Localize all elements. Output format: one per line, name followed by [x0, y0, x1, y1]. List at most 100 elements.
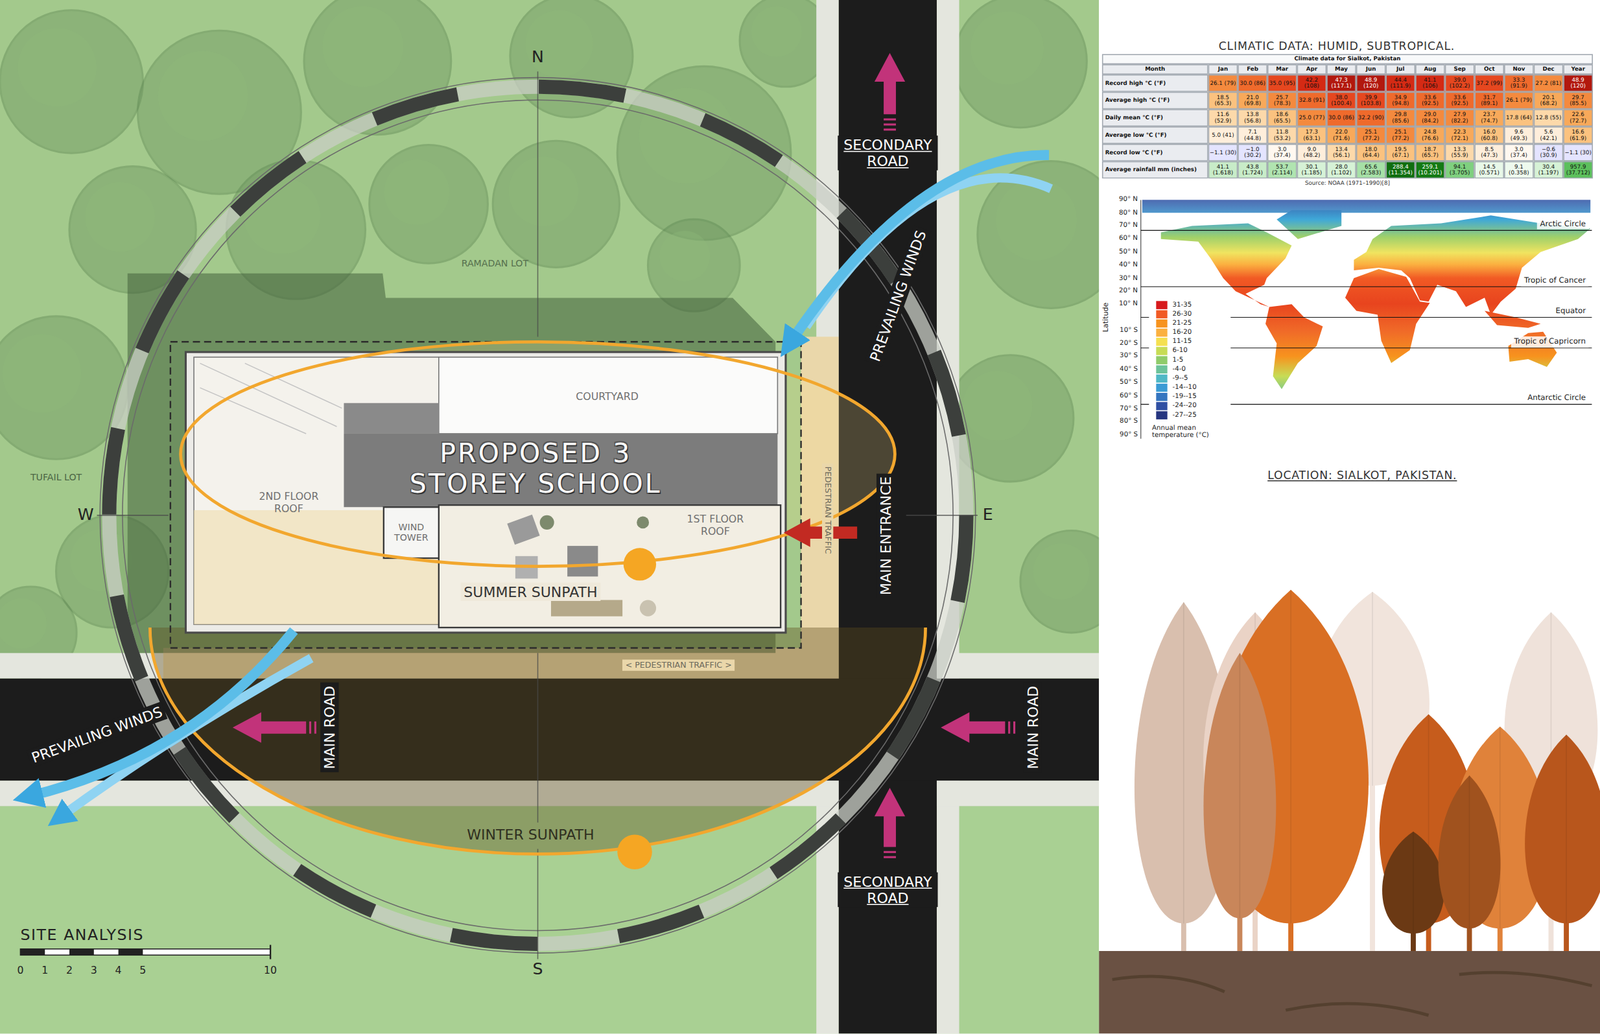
latitude-tick: 90° S	[1119, 431, 1138, 439]
legend-text: -27--25	[1172, 411, 1197, 420]
traffic-label: PEDESTRIAN TRAFFIC	[822, 463, 834, 557]
table-cell: 65.6 (2.583)	[1356, 161, 1387, 179]
legend-swatch	[1155, 401, 1167, 411]
traffic-arrows	[783, 518, 858, 548]
world-map	[1484, 310, 1541, 328]
tree-canopy	[84, 182, 155, 252]
table-cell: 16.6 (61.9)	[1563, 126, 1593, 144]
legend-text: 11-15	[1172, 337, 1193, 346]
table-cell: 94.1 (3.705)	[1445, 161, 1475, 179]
scale-number: 0	[16, 964, 24, 977]
sunpath-label: SUMMER SUNPATH	[460, 582, 601, 601]
traffic-arrows	[1013, 721, 1016, 734]
table-source: Source: NOAA (1971–1990)[8]	[1102, 178, 1593, 189]
legend-swatch	[1155, 392, 1167, 402]
world-map	[1148, 295, 1231, 453]
latitude-tick: 50° S	[1119, 378, 1138, 387]
table-cell: 25.1 (77.2)	[1356, 126, 1387, 144]
table-cell: 13.3 (55.9)	[1445, 143, 1475, 162]
legend-swatch	[1155, 319, 1167, 329]
tree-silhouette	[1382, 831, 1445, 934]
tree-canopy	[1033, 543, 1090, 600]
traffic-arrows	[883, 856, 896, 859]
sun-paths	[149, 341, 926, 870]
table-caption: Climate data for Sialkot, Pakistan	[1102, 53, 1593, 65]
table-cell: 29.8 (85.6)	[1385, 108, 1416, 127]
traffic-arrows	[309, 721, 312, 734]
table-cell: 5.6 (42.1)	[1533, 126, 1564, 144]
scale-bar	[20, 949, 271, 955]
latitude-tick: 40° N	[1118, 261, 1138, 270]
table-header: Dec	[1533, 64, 1564, 75]
tree-canopy	[659, 230, 710, 282]
sunpath-label: WINTER SUNPATH	[466, 826, 594, 843]
table-cell: 25.0 (77)	[1297, 108, 1328, 127]
table-cell: 18.7 (65.7)	[1415, 143, 1446, 162]
table-cell: −0.6 (30.9)	[1533, 143, 1564, 162]
zone-label: COURTYARD	[575, 390, 639, 403]
compass-letter: S	[532, 960, 544, 979]
table-cell: 12.8 (55)	[1533, 108, 1564, 127]
table-cell: 44.4 (111.9)	[1385, 74, 1416, 93]
table-cell: 37.2 (99)	[1474, 74, 1505, 93]
sidewalks	[936, 0, 960, 1034]
scale-bar	[269, 945, 271, 960]
legend-text: 6-10	[1172, 347, 1188, 356]
road-name: SECONDARY ROAD	[837, 135, 938, 171]
building-zone: WIND TOWER	[383, 506, 439, 559]
table-cell: 31.7 (89.1)	[1474, 92, 1505, 110]
latitude-tick: 30° N	[1118, 274, 1138, 283]
table-cell: 16.0 (60.8)	[1474, 126, 1505, 144]
table-cell: 29.0 (84.2)	[1415, 108, 1446, 127]
table-cell: 39.0 (102.2)	[1445, 74, 1475, 93]
tree-canopy	[508, 156, 579, 227]
legend-swatch	[1155, 374, 1167, 384]
traffic-arrows	[883, 118, 896, 121]
legend-text: 1-5	[1172, 356, 1184, 365]
scale-bar	[20, 949, 45, 955]
table-row-header: Record low °C (°F)	[1102, 143, 1209, 162]
scale-number: 10	[263, 964, 277, 977]
table-cell: 33.6 (92.5)	[1445, 92, 1475, 110]
table-cell: 42.2 (108)	[1297, 74, 1328, 93]
table-cell: 32.2 (90)	[1356, 108, 1387, 127]
latitude-line-label: Equator	[1552, 305, 1589, 318]
latitude-tick: 20° N	[1118, 287, 1138, 295]
scale-bar	[69, 949, 95, 955]
table-header: Jan	[1208, 64, 1239, 75]
table-cell: 20.1 (68.2)	[1533, 92, 1564, 110]
right-panel	[1098, 0, 1600, 1034]
tree-trunk	[1369, 775, 1376, 952]
tree-canopy	[751, 6, 802, 58]
latitude-tick: 60° S	[1119, 392, 1138, 400]
latitude-tick: 20° S	[1119, 339, 1138, 348]
tree-silhouette	[1412, 831, 1414, 934]
traffic-arrows	[232, 712, 306, 743]
tree-illustration	[1098, 589, 1600, 1034]
school-building	[438, 357, 778, 434]
table-cell: 30.0 (86)	[1326, 108, 1357, 127]
table-cell: −1.0 (30.2)	[1237, 143, 1268, 162]
zone-label: 2ND FLOOR ROOF	[252, 490, 325, 515]
sun-paths	[180, 341, 896, 566]
scale-bar	[20, 945, 271, 960]
traffic-arrows	[883, 123, 896, 126]
legend-swatch	[1155, 346, 1167, 356]
legend-text: 16-20	[1172, 328, 1193, 337]
scale-number: 1	[41, 964, 48, 977]
table-header: Jul	[1385, 64, 1416, 75]
road-name: MAIN ROAD	[1023, 682, 1042, 773]
table-row-header: Average low °C (°F)	[1102, 126, 1209, 144]
legend-swatch	[1155, 309, 1167, 319]
latitude-line-label: Tropic of Capricorn	[1511, 336, 1589, 348]
latitude-tick: 70° S	[1119, 405, 1138, 413]
tree-canopy	[492, 140, 620, 268]
wind-arrows	[30, 154, 1051, 817]
school-building	[185, 352, 786, 633]
table-header: Aug	[1415, 64, 1446, 75]
table-cell: 21.0 (69.8)	[1237, 92, 1268, 110]
table-header: Sep	[1445, 64, 1475, 75]
sun-paths	[623, 547, 657, 581]
road-name: SECONDARY ROAD	[837, 872, 938, 908]
tree-illustration	[1112, 972, 1593, 1016]
